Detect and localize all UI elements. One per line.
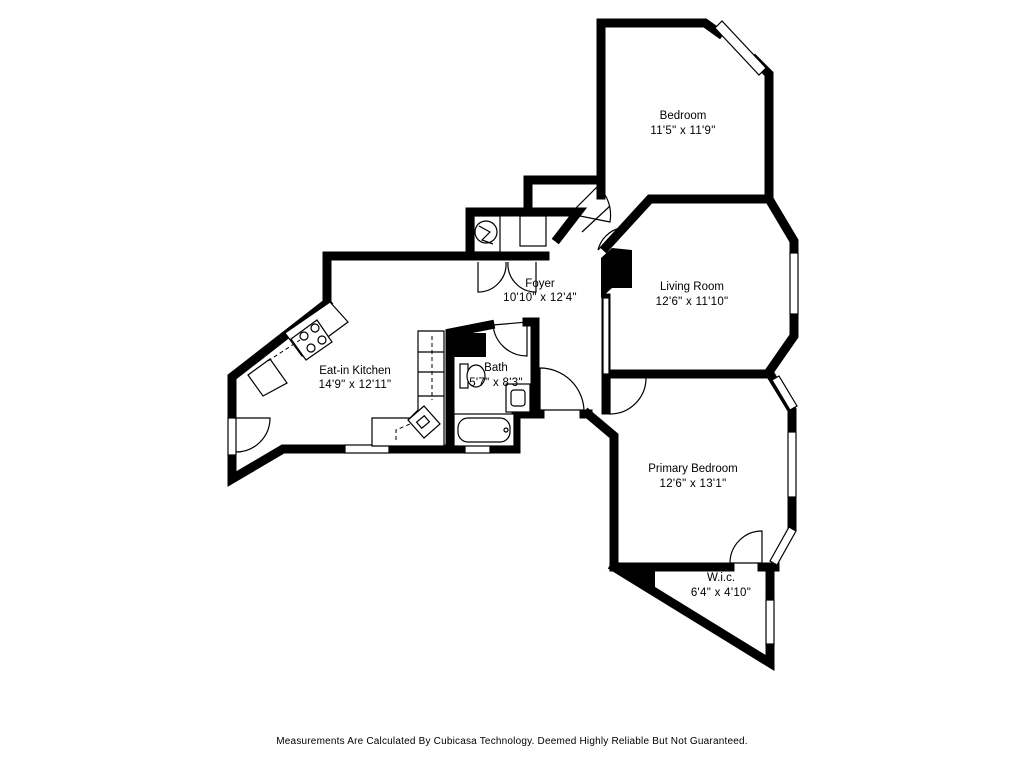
bathtub-icon [457, 417, 511, 443]
water-heater-icon [474, 220, 498, 244]
closet-box [473, 215, 501, 253]
upper-closet-walls [523, 175, 606, 217]
kitchen-bottom-left [227, 444, 350, 487]
kitchen-window-left [227, 417, 237, 456]
dishwasher-swing [395, 423, 411, 440]
bath-label: Bath [484, 362, 508, 374]
tub-drain [503, 427, 509, 433]
bath-walls [445, 319, 496, 454]
bath-closet-block [452, 333, 486, 357]
primary-bay-window-bottom [769, 526, 797, 566]
foyer-label: Foyer [525, 278, 555, 290]
bedroom-dims: 11'5" x 11'9" [650, 125, 715, 137]
kitchen-label: Eat-in Kitchen [319, 365, 391, 377]
measurement-disclaimer: Measurements Are Calculated By Cubicasa … [276, 736, 748, 747]
closet-door-right [507, 261, 537, 293]
living-room-walls [599, 194, 799, 258]
primary-bay-window-top [771, 375, 798, 411]
kitchen-window-bottom [344, 444, 390, 454]
kitchen-top-wall [322, 251, 475, 308]
primary-bedroom-dims: 12'6" x 13'1" [660, 478, 727, 490]
bedroom-window [714, 20, 767, 76]
burner-2 [310, 323, 320, 333]
primary-bedroom-left [581, 407, 735, 572]
primary-bedroom-label: Primary Bedroom [648, 463, 737, 475]
living-room-window [789, 252, 799, 315]
wic-corner-block [618, 568, 655, 590]
room-labels: Bedroom 11'5" x 11'9" Living Room 12'6" … [319, 110, 751, 599]
upper-closet-door [568, 185, 612, 223]
bath-dims: 5'7" x 8'3" [469, 377, 523, 389]
primary-bay-window-mid [787, 431, 797, 498]
bedroom-walls-right [748, 53, 774, 203]
wic-dims: 6'4" x 4'10" [691, 587, 751, 599]
stove-icon [290, 319, 333, 361]
wic-label: W.i.c. [707, 572, 735, 584]
living-room-label: Living Room [660, 281, 724, 293]
foyer-dims: 10'10" x 12'4" [503, 292, 577, 304]
living-room-walls-right [762, 309, 799, 379]
doors [235, 185, 763, 564]
foyer-opening [602, 297, 610, 375]
bath-door [492, 321, 528, 357]
bedroom-label: Bedroom [660, 110, 707, 122]
entry-door [581, 205, 622, 251]
primary-door [609, 377, 647, 415]
bedroom-walls [596, 18, 726, 200]
kitchen-dims: 14'9" x 12'11" [319, 379, 392, 391]
burner-3 [306, 343, 316, 353]
burner-4 [317, 335, 327, 345]
upper-cabinet-line [267, 339, 301, 362]
wic-window [765, 599, 775, 645]
fixtures [247, 215, 655, 590]
closet-door-left [477, 261, 507, 293]
kitchen-door [235, 417, 271, 453]
sink-basin [415, 414, 431, 430]
washer-icon [519, 215, 547, 247]
windows [227, 20, 799, 645]
hall-door [539, 367, 585, 411]
wic-door [729, 530, 763, 564]
bath-right-wall [522, 317, 540, 419]
kitchen-sink-icon [407, 405, 441, 439]
kitchen-bottom-right [485, 409, 545, 454]
bath-sink-icon [510, 389, 526, 407]
wic-walls [607, 560, 775, 672]
water-heater-mark [478, 225, 494, 245]
burner-1 [299, 331, 309, 341]
kitchen-counter-left [247, 358, 288, 397]
toilet-bowl-icon [466, 364, 486, 388]
living-room-dims: 12'6" x 11'10" [656, 296, 729, 308]
chimney-block [601, 248, 632, 298]
